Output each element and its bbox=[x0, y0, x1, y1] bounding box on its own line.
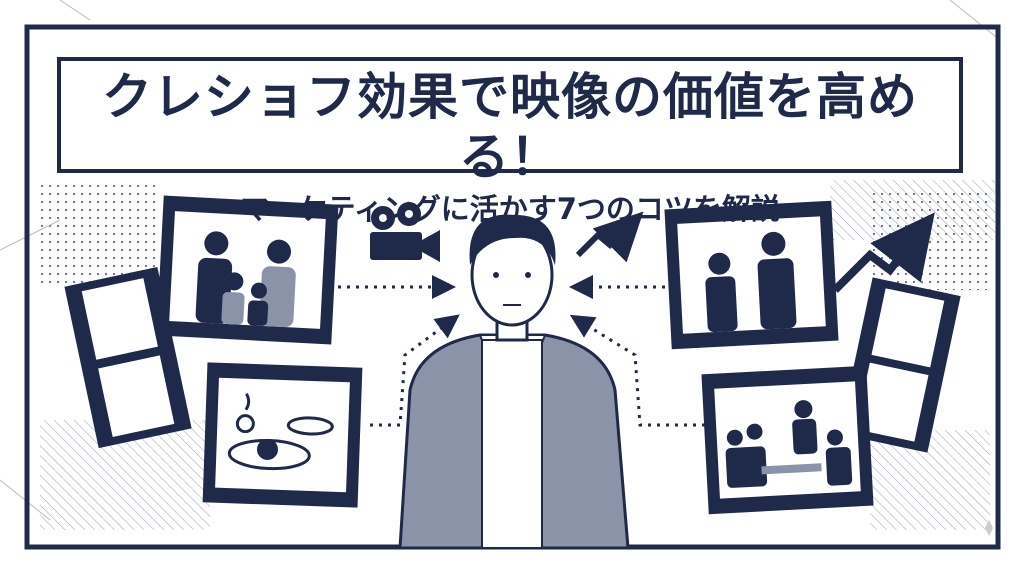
business-meeting-icon bbox=[725, 400, 853, 488]
family-icon bbox=[195, 231, 296, 328]
film-frame-family bbox=[156, 195, 339, 345]
film-frame-business-bow bbox=[664, 200, 839, 350]
sparkle-icon bbox=[985, 520, 993, 536]
title-box: クレショフ効果で映像の価値を高める！ マーケティングに活かす7つのコツを解説 bbox=[57, 57, 963, 226]
trend-arrow-icon bbox=[575, 211, 644, 263]
film-frame-food bbox=[202, 362, 363, 508]
presenter-person bbox=[398, 214, 630, 550]
film-strip-left bbox=[64, 266, 192, 449]
business-greeting-icon bbox=[705, 231, 797, 333]
hair bbox=[469, 214, 556, 265]
growth-arrow-icon bbox=[832, 212, 935, 293]
meal-icon bbox=[227, 392, 334, 471]
film-frame-meeting bbox=[701, 365, 874, 515]
page-title: クレショフ効果で映像の価値を高める！ bbox=[102, 68, 918, 186]
page-subtitle: マーケティングに活かす7つのコツを解説 bbox=[240, 192, 780, 226]
movie-camera-icon bbox=[370, 202, 440, 262]
film-strip-right bbox=[839, 277, 961, 453]
dotted-arrows bbox=[338, 275, 705, 427]
